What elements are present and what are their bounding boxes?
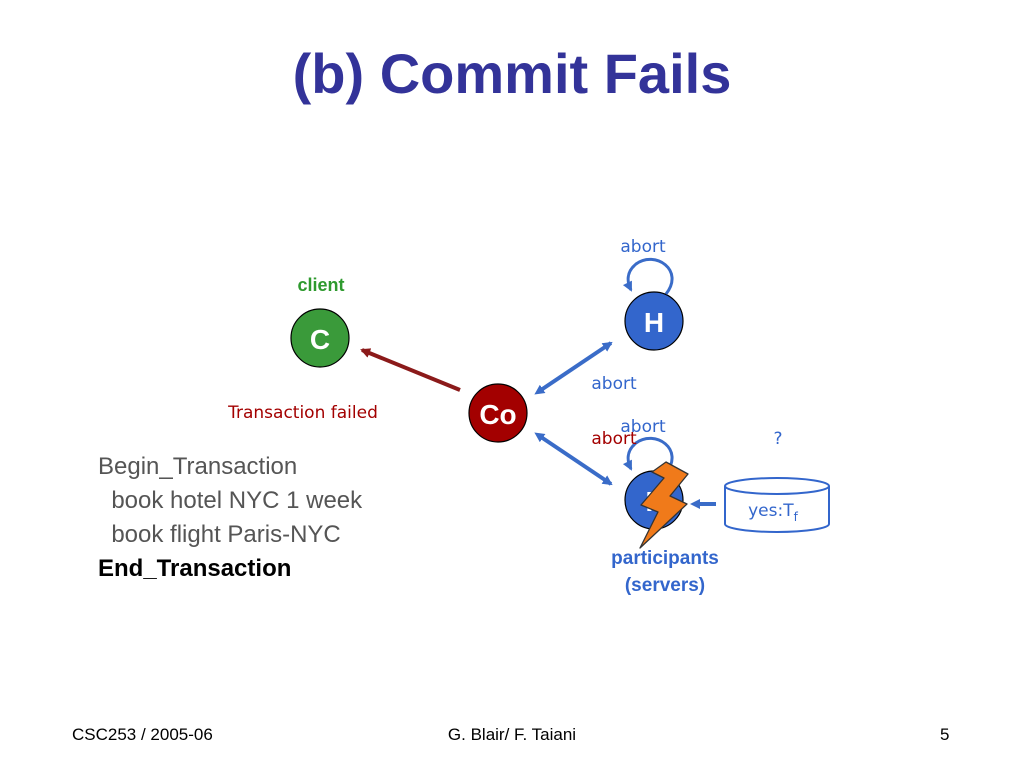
database-cylinder-icon: yes:Tf [724, 477, 830, 533]
abort-to-hotel-label: abort [591, 374, 637, 394]
flight-self-abort-label: abort [620, 417, 666, 437]
hotel-self-abort-loop [622, 257, 674, 295]
unknown-vote-label: ? [773, 429, 782, 449]
client-node-letter: C [310, 324, 330, 355]
servers-label: (servers) [625, 575, 705, 596]
storage-log-entry: yes:Tf [748, 501, 799, 524]
hotel-node-letter: H [644, 307, 664, 338]
slide-title: (b) Commit Fails [292, 42, 732, 105]
footer-authors: G. Blair/ F. Taiani [447, 725, 577, 744]
transaction-failed-label: Transaction failed [227, 403, 378, 423]
client-role-label: client [297, 275, 344, 295]
coordinator-node-letter: Co [479, 399, 516, 430]
footer-course: CSC253 / 2005-06 [72, 725, 213, 744]
code-line-begin: Begin_Transaction [98, 453, 298, 480]
participants-label: participants [611, 548, 719, 569]
coordinator-hotel-arrow [534, 341, 613, 395]
coordinator-to-client-arrow [360, 348, 461, 392]
footer-page-number: 5 [940, 725, 950, 744]
hotel-self-abort-label: abort [620, 237, 666, 257]
lightning-bolt-icon [639, 461, 689, 549]
client-node: C [290, 308, 350, 368]
code-line-book-hotel: book hotel NYC 1 week [98, 487, 363, 514]
coordinator-flight-arrow [534, 432, 613, 486]
flight-self-abort-loop [622, 436, 674, 474]
code-line-book-flight: book flight Paris-NYC [98, 521, 341, 548]
hotel-node: H [624, 291, 684, 351]
abort-to-flight-label: abort [591, 429, 637, 449]
code-line-end: End_Transaction [98, 555, 292, 582]
coordinator-node: Co [468, 383, 528, 443]
